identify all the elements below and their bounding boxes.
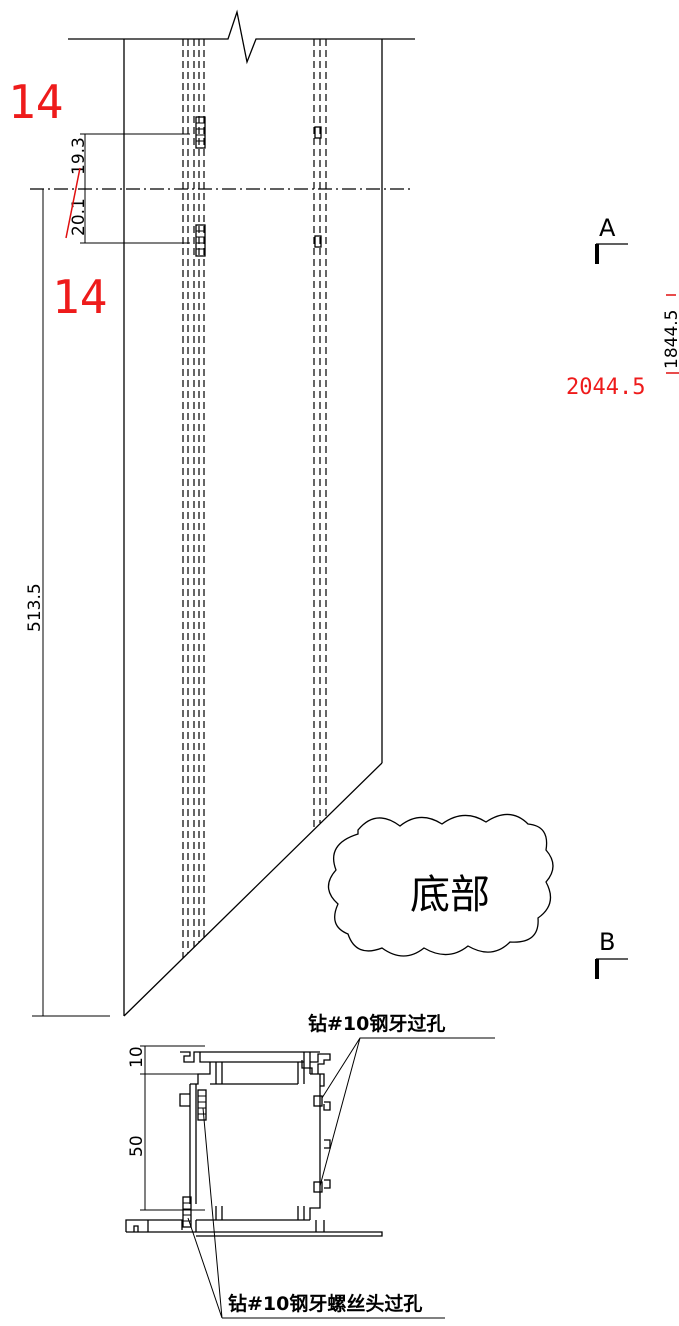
screw-hole-lower-left <box>195 224 206 257</box>
frame-bevel-edge <box>123 762 383 1017</box>
profile-hole-lower <box>313 1181 323 1193</box>
profile-outline <box>125 1051 383 1237</box>
dim-bottom-gap: 20.1 <box>69 198 89 236</box>
hole-upper-right <box>314 126 322 139</box>
leader-drill-screw-hole <box>187 1107 445 1319</box>
redline-strike <box>65 167 81 239</box>
gap-dimensions <box>78 133 190 244</box>
profile-screw-upper <box>197 1089 207 1121</box>
profile-screw-lower <box>182 1196 192 1228</box>
hidden-lines-left <box>182 39 205 958</box>
profile-section: 10 50 钻#10钢牙过孔 钻#10钢牙螺丝头过孔 <box>125 1012 495 1319</box>
revision-cloud: 底部 <box>327 813 554 957</box>
callout-drill-hole: 钻#10钢牙过孔 <box>308 1012 445 1035</box>
section-label-a: A <box>599 214 616 242</box>
section-mark-b: B <box>595 928 628 979</box>
revision-number-bottom: 14 <box>52 270 107 324</box>
callout-drill-screw-hole: 钻#10钢牙螺丝头过孔 <box>228 1292 422 1315</box>
revision-number-top: 14 <box>8 75 63 129</box>
screw-hole-upper-left <box>195 116 206 149</box>
dim-top-gap: 19.3 <box>69 137 89 175</box>
dim-profile-top: 10 <box>127 1046 147 1068</box>
dim-side-struck: 1844.5 <box>662 310 679 369</box>
break-line <box>68 9 415 65</box>
side-strike-marks <box>666 294 679 374</box>
cloud-note-text: 底部 <box>410 872 490 918</box>
dim-side-new: 2044.5 <box>566 375 645 400</box>
leader-drill-hole <box>319 1037 495 1187</box>
section-mark-a: A <box>595 214 628 264</box>
dim-overall-length: 513.5 <box>25 583 45 632</box>
elevation-view: 19.3 20.1 513.5 14 14 <box>8 9 415 1017</box>
profile-hole-upper <box>313 1095 323 1107</box>
dim-profile-span: 50 <box>127 1135 147 1157</box>
section-label-b: B <box>599 928 615 956</box>
hole-lower-right <box>314 235 322 248</box>
hidden-lines-right <box>313 39 327 829</box>
